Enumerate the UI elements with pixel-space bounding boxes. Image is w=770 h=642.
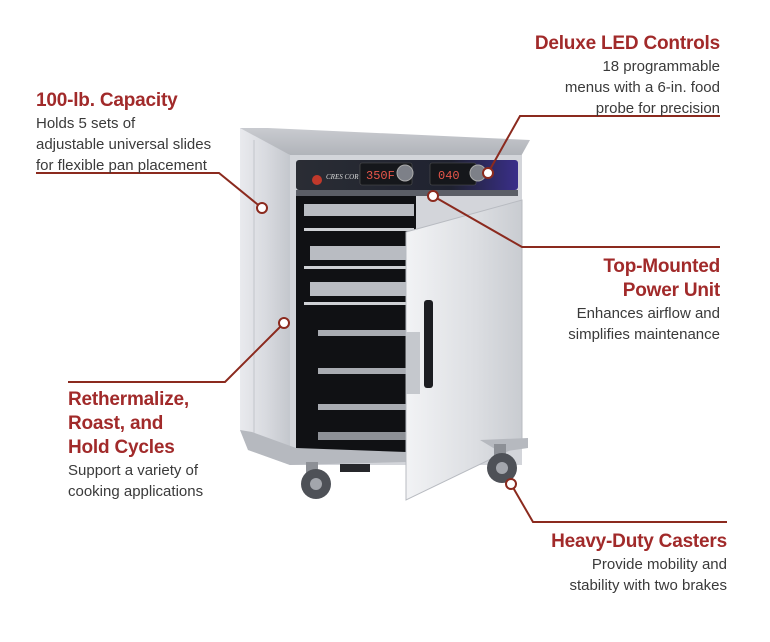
callout-description: Support a variety of cooking application… (68, 460, 203, 502)
description-line: 18 programmable (602, 58, 720, 75)
description-line: Enhances airflow and (576, 305, 720, 322)
callout-capacity: 100-lb. Capacity Holds 5 sets of adjusta… (36, 89, 211, 176)
callout-title: Top-Mounted Power Unit (568, 255, 720, 303)
callout-led-controls: Deluxe LED Controls 18 programmable menu… (535, 32, 720, 119)
description-line: simplifies maintenance (568, 326, 720, 343)
description-line: menus with a 6-in. food (564, 79, 720, 96)
description-line: probe for precision (595, 100, 720, 117)
title-line: Power Unit (622, 280, 720, 301)
callout-cycles: Rethermalize, Roast, and Hold Cycles Sup… (68, 388, 203, 502)
callout-title: Heavy-Duty Casters (551, 531, 727, 552)
callout-description: Holds 5 sets of adjustable universal sli… (36, 113, 211, 176)
pan-slides (304, 204, 414, 440)
cabinet-side-panel (240, 128, 290, 465)
callout-casters: Heavy-Duty Casters Provide mobility and … (551, 530, 727, 596)
title-line: Roast, and (68, 413, 164, 434)
description-line: Provide mobility and (591, 556, 727, 573)
description-line: for flexible pan placement (36, 157, 207, 174)
leader-line-power-unit (427, 190, 720, 248)
callout-description: Enhances airflow and simplifies maintena… (568, 303, 720, 345)
cabinet-top (240, 128, 530, 158)
leader-line-led-controls (482, 115, 720, 179)
description-line: Holds 5 sets of (36, 115, 136, 132)
description-line: stability with two brakes (569, 577, 727, 594)
timer-display: 040 (438, 169, 460, 183)
title-line: Hold Cycles (68, 437, 175, 458)
callout-title: 100-lb. Capacity (36, 90, 178, 111)
leader-line-capacity (36, 172, 268, 214)
marker-led-controls[interactable] (482, 167, 494, 179)
brand-label: CRES COR (326, 173, 359, 181)
leader-line-cycles (68, 317, 290, 383)
callout-power-unit: Top-Mounted Power Unit Enhances airflow … (568, 255, 720, 345)
marker-cycles[interactable] (278, 317, 290, 329)
description-line: Support a variety of (68, 462, 199, 479)
callout-title: Deluxe LED Controls (534, 33, 720, 54)
leader-line-casters (505, 478, 727, 523)
marker-power-unit[interactable] (427, 190, 439, 202)
title-line: Rethermalize, (68, 389, 189, 410)
callout-title: Rethermalize, Roast, and Hold Cycles (68, 388, 203, 460)
marker-casters[interactable] (505, 478, 517, 490)
title-line: Top-Mounted (603, 256, 720, 277)
callout-description: Provide mobility and stability with two … (551, 554, 727, 596)
control-panel (296, 160, 518, 196)
callout-description: 18 programmable menus with a 6-in. food … (535, 56, 720, 119)
description-line: adjustable universal slides (36, 136, 212, 153)
description-line: cooking applications (68, 483, 204, 500)
cabinet-door (405, 199, 523, 501)
temperature-display: 350F (366, 169, 395, 183)
caster-wheels (301, 444, 517, 499)
marker-capacity[interactable] (256, 202, 268, 214)
